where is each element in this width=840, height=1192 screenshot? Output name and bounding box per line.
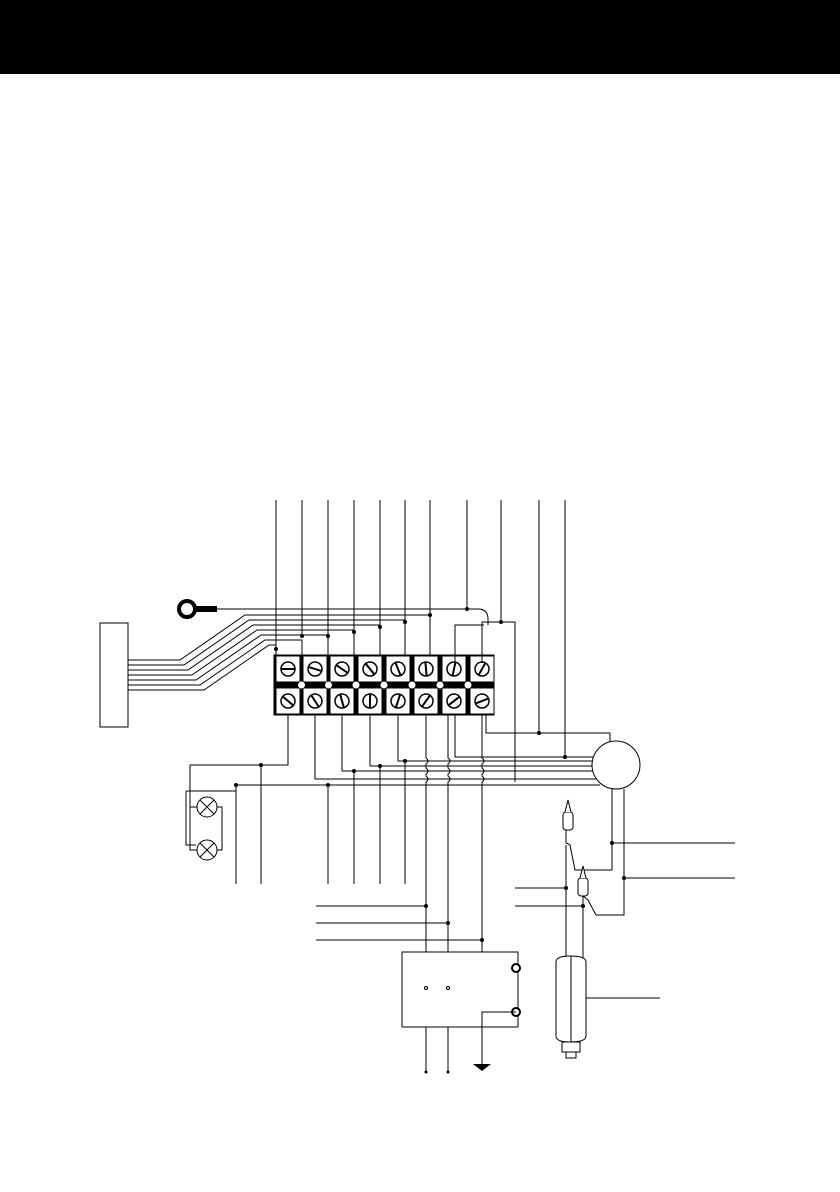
- motor-circle: [580, 741, 640, 915]
- capacitor-cylinder: [515, 845, 660, 1058]
- bottom-leader-lines: [234, 759, 407, 884]
- terminal-screw-icon: [304, 657, 326, 681]
- indicator-lamp-1: [197, 797, 217, 817]
- terminal-screw-icon: [331, 657, 353, 681]
- terminal-screw-icon: [387, 657, 409, 681]
- switch-box: [402, 952, 520, 1064]
- terminal-screw-icon: [443, 657, 465, 681]
- terminal-screw-icon: [415, 689, 437, 713]
- ring-terminal-icon: [179, 601, 488, 625]
- terminal-screw-icon: [387, 689, 409, 713]
- ground-symbol-icon: [473, 1064, 491, 1071]
- terminal-screw-icon: [415, 657, 437, 681]
- terminal-separator-dot: [299, 682, 305, 688]
- terminal-screw-icon: [277, 657, 299, 681]
- switch-leader-lines: [316, 904, 484, 942]
- terminal-screw-icon: [359, 657, 381, 681]
- connector-plug: [100, 623, 128, 727]
- indicator-lamp-2: [197, 840, 217, 860]
- right-leader-lines: [610, 841, 735, 880]
- terminal-screw-icon: [277, 689, 299, 713]
- terminal-separator-dot: [465, 682, 471, 688]
- terminal-separator-dot: [409, 682, 415, 688]
- terminal-screw-icon: [304, 689, 326, 713]
- terminal-separator-dot: [437, 682, 443, 688]
- terminal-screw-icon: [359, 689, 381, 713]
- terminal-screw-icon: [443, 689, 465, 713]
- terminal-separator-dot: [381, 682, 387, 688]
- terminal-screw-icon: [471, 689, 493, 713]
- terminal-block: [274, 655, 494, 715]
- terminal-separator-dot: [353, 682, 359, 688]
- terminal-separator-dot: [326, 682, 332, 688]
- terminal-screw-icon: [331, 689, 353, 713]
- wire-connector-2: [578, 866, 596, 915]
